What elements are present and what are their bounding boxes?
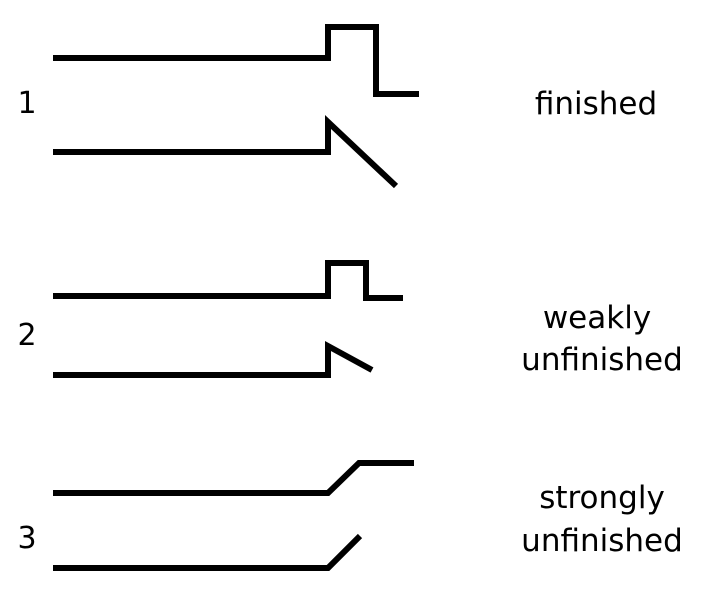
case-2-lower-contour <box>53 340 374 378</box>
case-2-label-line-2: unfinished <box>521 342 683 378</box>
case-2-group: 2 weakly unfinished <box>17 260 683 378</box>
case-1-label: finished <box>535 86 657 122</box>
case-1-lower-contour <box>53 115 399 189</box>
case-2-label-line-1: weakly <box>543 300 651 336</box>
case-3-number: 3 <box>17 521 36 556</box>
case-2-number: 2 <box>17 318 36 353</box>
case-3-lower-contour <box>53 533 363 571</box>
case-3-label-line-1: strongly <box>539 480 665 516</box>
case-1-number: 1 <box>17 86 36 121</box>
case-2-upper-contour <box>53 260 403 301</box>
case-1-upper-contour <box>53 24 419 97</box>
case-3-group: 3 strongly unfinished <box>17 460 683 571</box>
case-3-label-line-2: unfinished <box>521 523 683 559</box>
case-3-upper-contour <box>53 460 414 496</box>
case-1-group: 1 finished <box>17 24 657 189</box>
